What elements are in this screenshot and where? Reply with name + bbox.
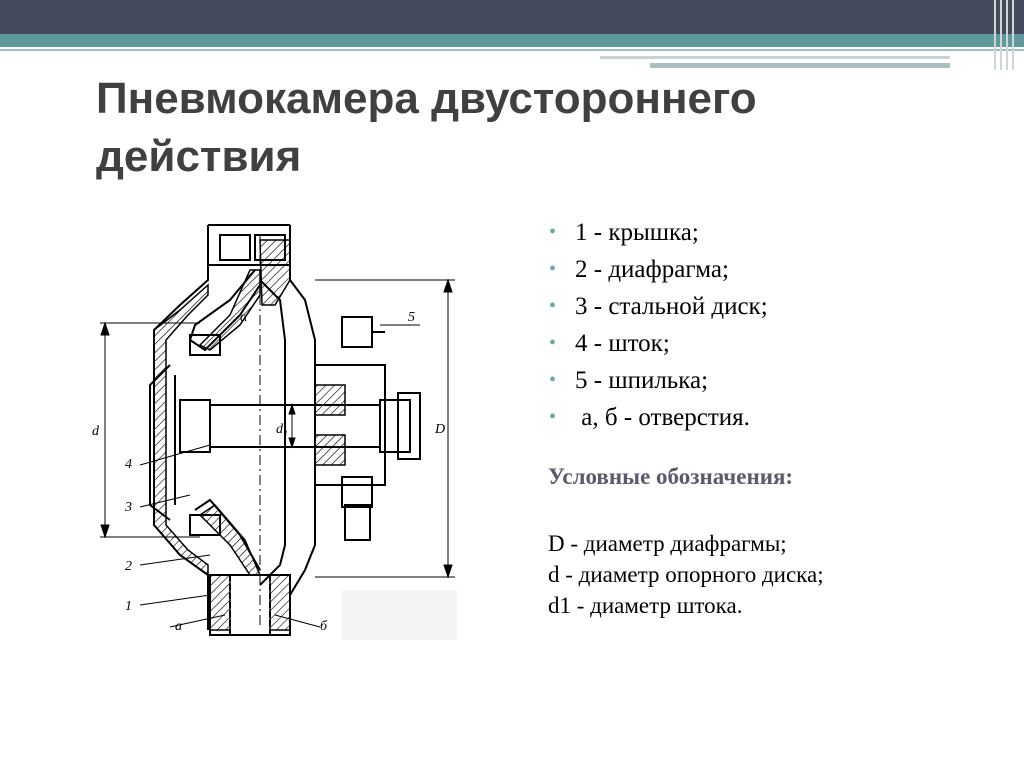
callout-3: 3 <box>124 500 132 515</box>
bullet-icon: • <box>549 221 557 243</box>
bullet-icon: • <box>549 295 557 317</box>
title-line-2: действия <box>96 132 302 181</box>
definition-item: d1 - диаметр штока. <box>548 593 743 618</box>
definition-item: d - диаметр опорного диска; <box>548 562 824 587</box>
notes-heading: Условные обозначения: <box>548 464 794 489</box>
legend-item: • а, б - отверстия. <box>547 399 987 436</box>
callout-a: а <box>175 619 182 634</box>
callout-5: 5 <box>408 310 415 325</box>
dimension-d: d <box>92 424 100 439</box>
bullet-icon: • <box>549 332 557 354</box>
decor-line-1 <box>600 56 950 59</box>
legend-item: • 1 - крышка; <box>547 214 987 251</box>
dimension-alpha: α <box>240 310 248 325</box>
legend-item: • 4 - шток; <box>547 325 987 362</box>
legend-item-text: 2 - диафрагма; <box>575 256 729 283</box>
accent-banner <box>0 34 1024 47</box>
legend-item-text: 1 - крышка; <box>575 219 699 246</box>
callout-b: б <box>320 619 328 634</box>
title-line-1: Пневмокамера двустороннего <box>96 74 757 123</box>
callout-4: 4 <box>125 457 132 472</box>
legend-item: • 2 - диафрагма; <box>547 251 987 288</box>
definitions-list: D - диаметр диафрагмы; d - диаметр опорн… <box>548 528 824 621</box>
top-banner <box>0 0 1024 34</box>
legend-item-text: а, б - отверстия. <box>575 404 750 431</box>
legend-item: • 3 - стальной диск; <box>547 288 987 325</box>
callout-1: 1 <box>125 599 132 614</box>
bullet-icon: • <box>549 406 557 428</box>
accent-line <box>0 49 1024 51</box>
callout-2: 2 <box>125 559 132 574</box>
pneumatic-chamber-drawing: 4 3 2 1 5 а б d D d₁ α <box>92 224 457 640</box>
bullet-icon: • <box>549 369 557 391</box>
dimension-D: D <box>434 422 445 437</box>
legend-item: • 5 - шпилька; <box>547 362 987 399</box>
definition-item: D - диаметр диафрагмы; <box>548 531 787 556</box>
legend-item-text: 3 - стальной диск; <box>575 293 768 320</box>
parts-legend: • 1 - крышка; • 2 - диафрагма; • 3 - стальн… <box>547 214 987 436</box>
corner-stripes <box>990 0 1024 70</box>
dimension-d1: d₁ <box>276 422 288 437</box>
bullet-icon: • <box>549 258 557 280</box>
legend-item-text: 5 - шпилька; <box>575 367 709 394</box>
legend-item-text: 4 - шток; <box>575 330 670 357</box>
slide-title: Пневмокамера двустороннего действия <box>96 70 916 186</box>
decor-line-2 <box>650 63 950 68</box>
